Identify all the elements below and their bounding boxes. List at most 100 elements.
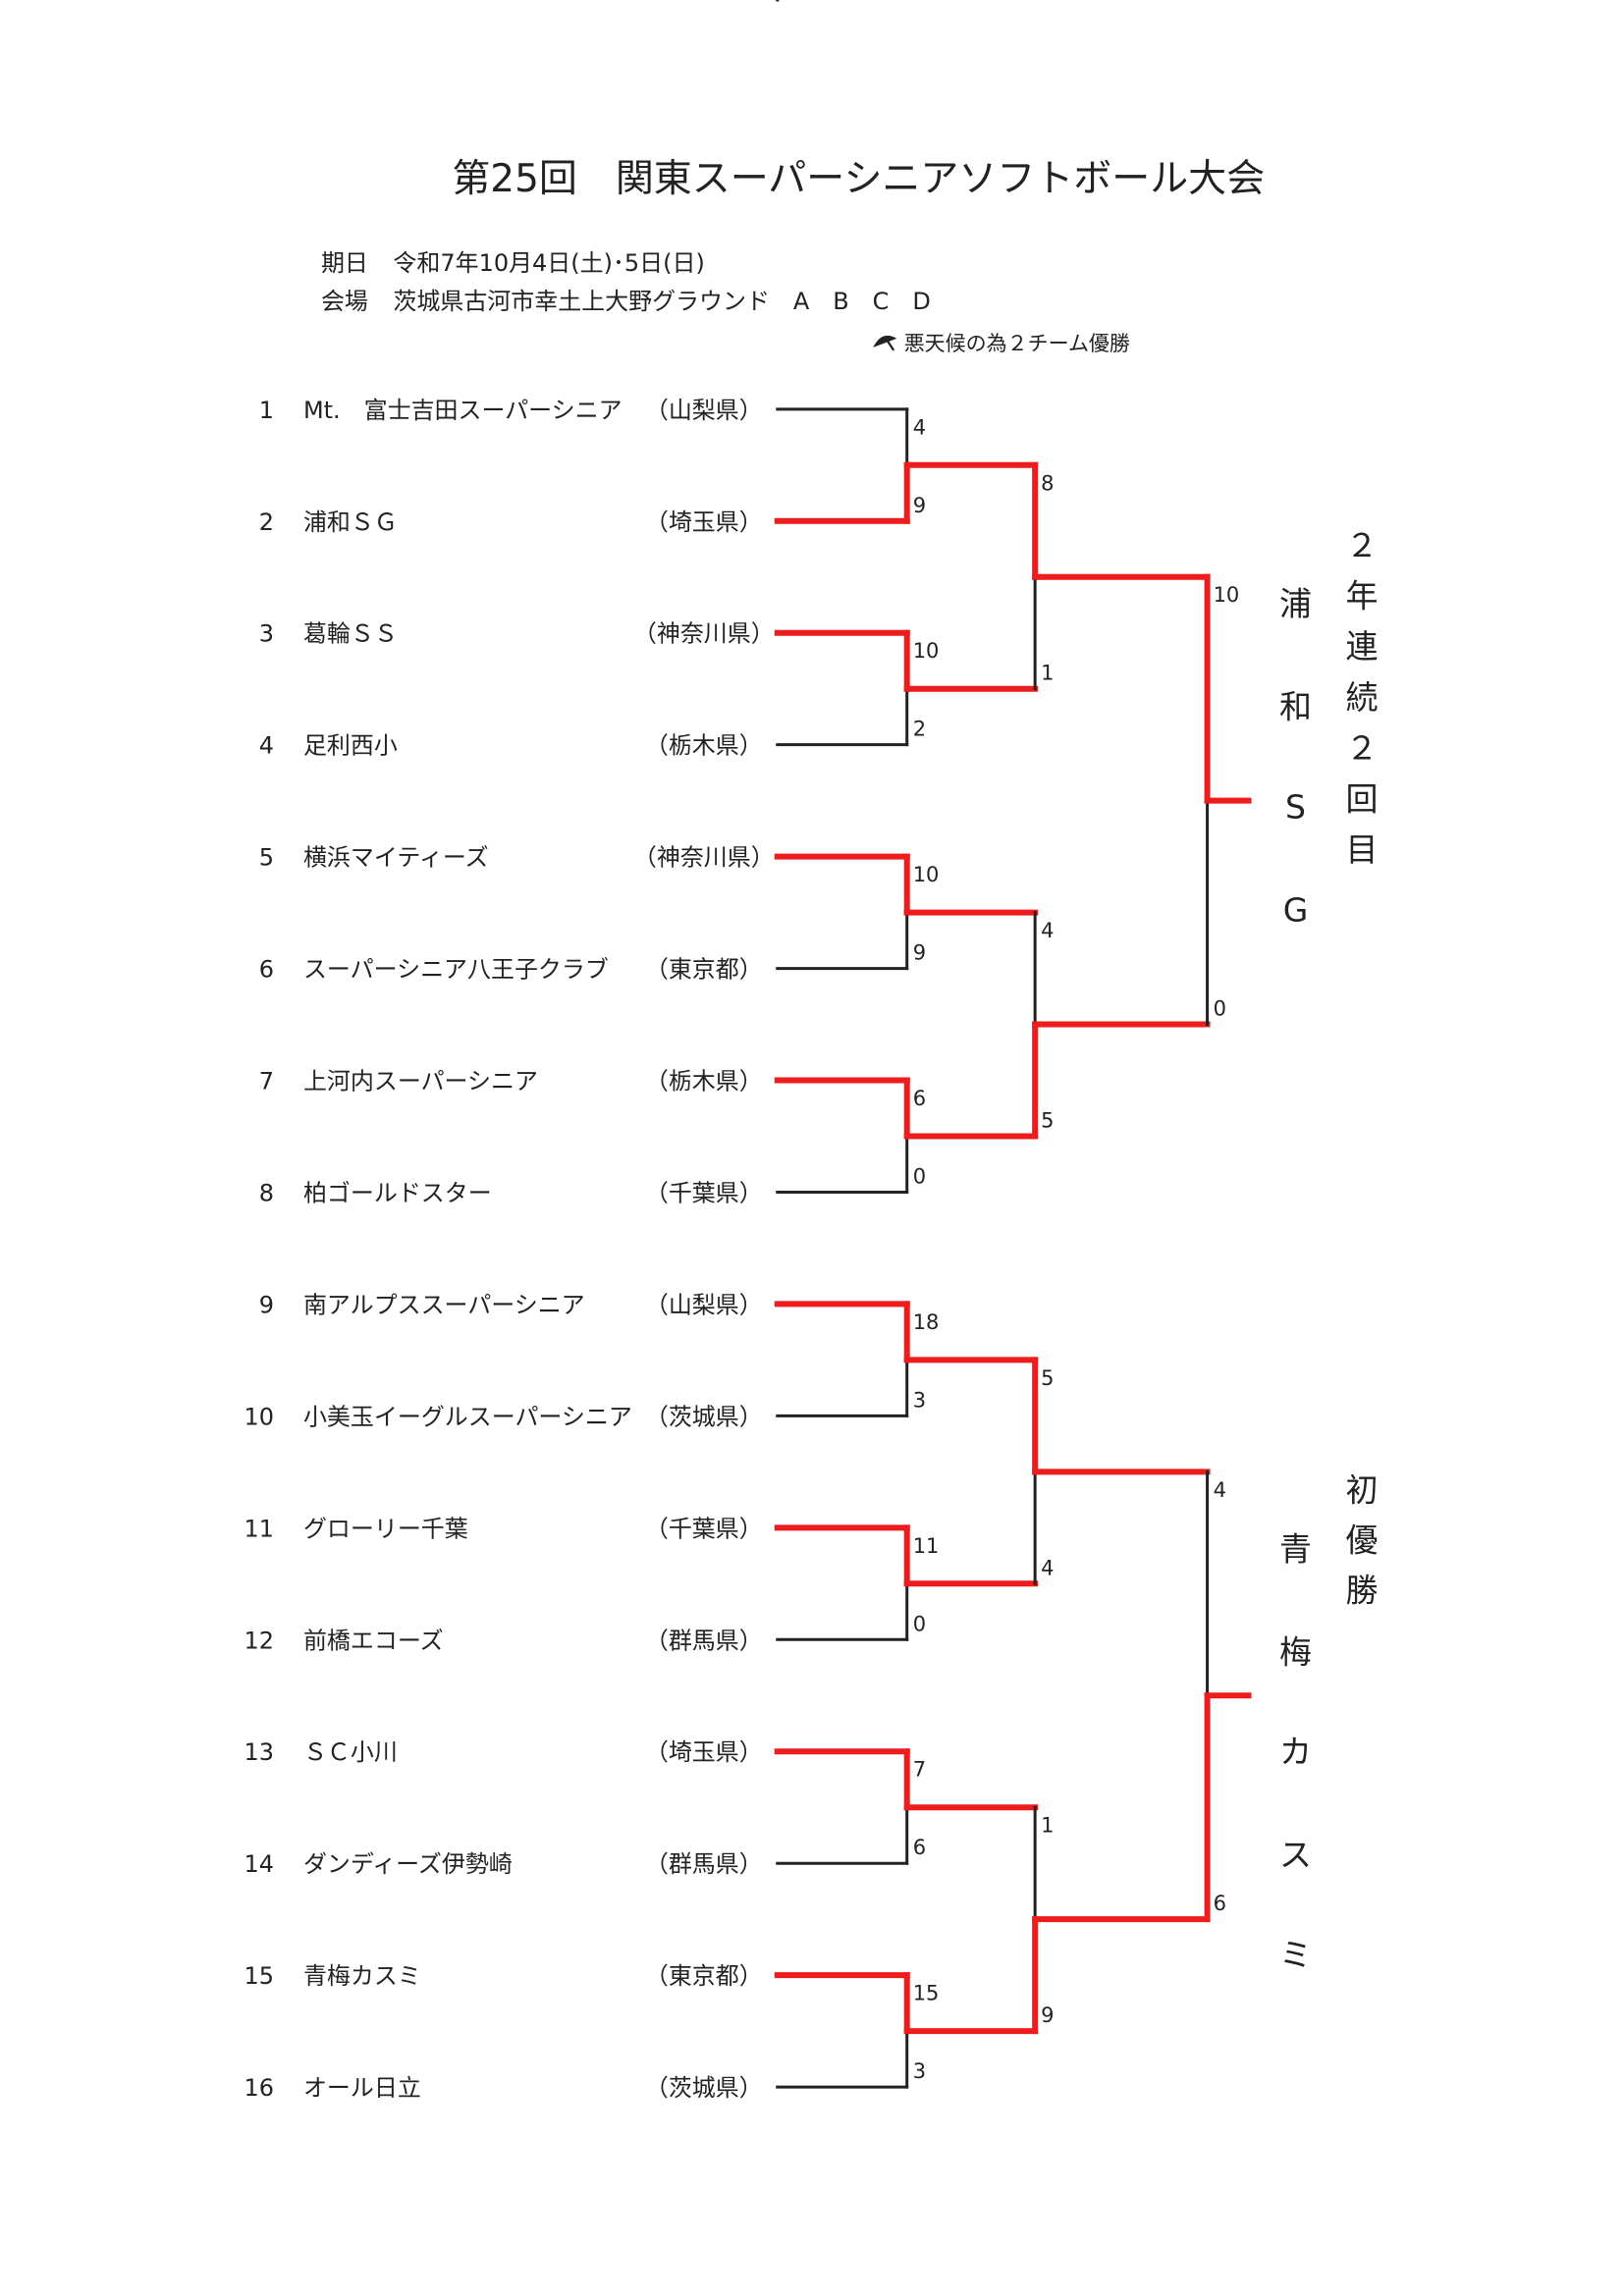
team-name: 南アルプススーパーシニア: [303, 1291, 585, 1318]
score-bottom: 0: [1214, 997, 1226, 1021]
team-name: 横浜マイティーズ: [303, 844, 489, 872]
team-prefecture: （神奈川県）: [633, 844, 775, 872]
team-number: 14: [244, 1850, 274, 1878]
venue-label: 会場: [321, 288, 368, 315]
score-bottom: 9: [1041, 2003, 1054, 2027]
team-prefecture: （千葉県）: [645, 1515, 763, 1542]
team-number: 1: [259, 397, 274, 424]
score-top: 8: [1041, 471, 1054, 495]
score-bottom: 3: [913, 2059, 926, 2083]
champion-note-char: 勝: [1346, 1571, 1379, 1609]
team-number: 6: [259, 956, 274, 984]
score-bottom: 6: [1214, 1892, 1226, 1915]
score-bottom: 1: [1041, 662, 1054, 685]
score-bottom: 2: [913, 718, 926, 741]
champion-note-char: 目: [1346, 830, 1379, 869]
team-number: 2: [259, 508, 274, 536]
team-number: 9: [259, 1291, 274, 1318]
team-name: 柏ゴールドスター: [303, 1179, 492, 1206]
team-number: 4: [259, 732, 274, 760]
score-bottom: 9: [913, 494, 926, 517]
team-prefecture: （東京都）: [645, 956, 763, 984]
score-top: 5: [1041, 1366, 1054, 1390]
champion-name-char: 青: [1279, 1529, 1312, 1568]
team-prefecture: （千葉県）: [645, 1179, 763, 1206]
champion-note-char: 連: [1346, 627, 1379, 666]
score-top: 10: [1214, 583, 1240, 607]
team-prefecture: （山梨県）: [645, 397, 763, 424]
team-name: 葛輪ＳＳ: [303, 620, 398, 648]
venue-value: 茨城県古河市幸土上大野グラウンド A B C D: [393, 288, 930, 315]
team-number: 11: [244, 1515, 274, 1542]
team-prefecture: （埼玉県）: [645, 508, 763, 536]
score-top: 15: [913, 1982, 940, 2005]
score-top: 4: [1214, 1478, 1226, 1502]
team-name: ダンディーズ伊勢崎: [303, 1850, 513, 1878]
umbrella-icon: [873, 335, 897, 351]
date-value: 令和7年10月4日(土)･5日(日): [393, 249, 704, 277]
score-top: 18: [913, 1310, 940, 1334]
score-bottom: 4: [1041, 1556, 1054, 1579]
score-bottom: 3: [913, 1388, 926, 1412]
champion-note-char: 年: [1346, 576, 1379, 614]
champion-name-char: 梅: [1279, 1632, 1312, 1671]
score-bottom: 5: [1041, 1109, 1054, 1133]
team-prefecture: （茨城県）: [645, 1403, 763, 1430]
team-prefecture: （栃木県）: [645, 1068, 763, 1095]
team-name: 前橋エコーズ: [303, 1627, 444, 1654]
team-number: 15: [244, 1962, 274, 1990]
champion-name-char: S: [1285, 788, 1306, 827]
team-name: 浦和ＳＧ: [303, 508, 398, 536]
team-name: 青梅カスミ: [303, 1962, 421, 1990]
score-top: 7: [913, 1758, 926, 1782]
champion-note-char: ２: [1346, 526, 1379, 564]
team-name: 上河内スーパーシニア: [303, 1068, 538, 1095]
score-bottom: 6: [913, 1836, 926, 1859]
team-name: 足利西小: [303, 732, 398, 760]
team-prefecture: （埼玉県）: [645, 1738, 763, 1766]
team-prefecture: （栃木県）: [645, 732, 763, 760]
team-number: 16: [244, 2074, 274, 2102]
team-prefecture: （群馬県）: [645, 1627, 763, 1654]
page-title: 第25回 関東スーパーシニアソフトボール大会: [452, 157, 1265, 201]
score-top: 6: [913, 1087, 926, 1110]
champion-name-char: 和: [1279, 688, 1312, 726]
champion-name-char: ス: [1279, 1836, 1312, 1874]
champion-name-char: カ: [1279, 1733, 1312, 1771]
date-label: 期日: [321, 249, 368, 277]
team-name: Mt. 富士吉田スーパーシニア: [303, 397, 623, 424]
champion-note-char: 初: [1346, 1470, 1379, 1509]
champion-name-char: G: [1283, 891, 1309, 930]
score-top: 10: [913, 639, 940, 663]
team-number: 7: [259, 1068, 274, 1095]
team-number: 12: [244, 1627, 274, 1654]
score-top: 10: [913, 863, 940, 886]
team-name: ＳＣ小川: [303, 1738, 398, 1766]
team-number: 10: [244, 1403, 274, 1430]
team-name: 小美玉イーグルスーパーシニア: [303, 1403, 632, 1430]
champion-note-char: ２: [1346, 729, 1379, 768]
team-prefecture: （東京都）: [645, 1962, 763, 1990]
team-prefecture: （茨城県）: [645, 2074, 763, 2102]
team-number: 8: [259, 1179, 274, 1206]
score-top: 11: [913, 1534, 940, 1558]
team-prefecture: （山梨県）: [645, 1291, 763, 1318]
team-number: 3: [259, 620, 274, 648]
score-top: 4: [1041, 919, 1054, 942]
weather-note: 悪天候の為２チーム優勝: [904, 332, 1130, 355]
score-bottom: 9: [913, 941, 926, 965]
score-top: 4: [913, 415, 926, 439]
team-name: オール日立: [303, 2074, 421, 2102]
champion-name-char: 浦: [1279, 585, 1312, 623]
champion-note-char: 優: [1346, 1521, 1379, 1559]
team-name: グローリー千葉: [303, 1515, 468, 1542]
team-prefecture: （群馬県）: [645, 1850, 763, 1878]
champion-note-char: 続: [1346, 678, 1379, 717]
score-top: 1: [1041, 1814, 1054, 1838]
champion-name-char: ミ: [1279, 1936, 1312, 1974]
team-number: 5: [259, 844, 274, 872]
team-prefecture: （神奈川県）: [633, 620, 775, 648]
team-number: 13: [244, 1738, 274, 1766]
score-bottom: 0: [913, 1164, 926, 1188]
